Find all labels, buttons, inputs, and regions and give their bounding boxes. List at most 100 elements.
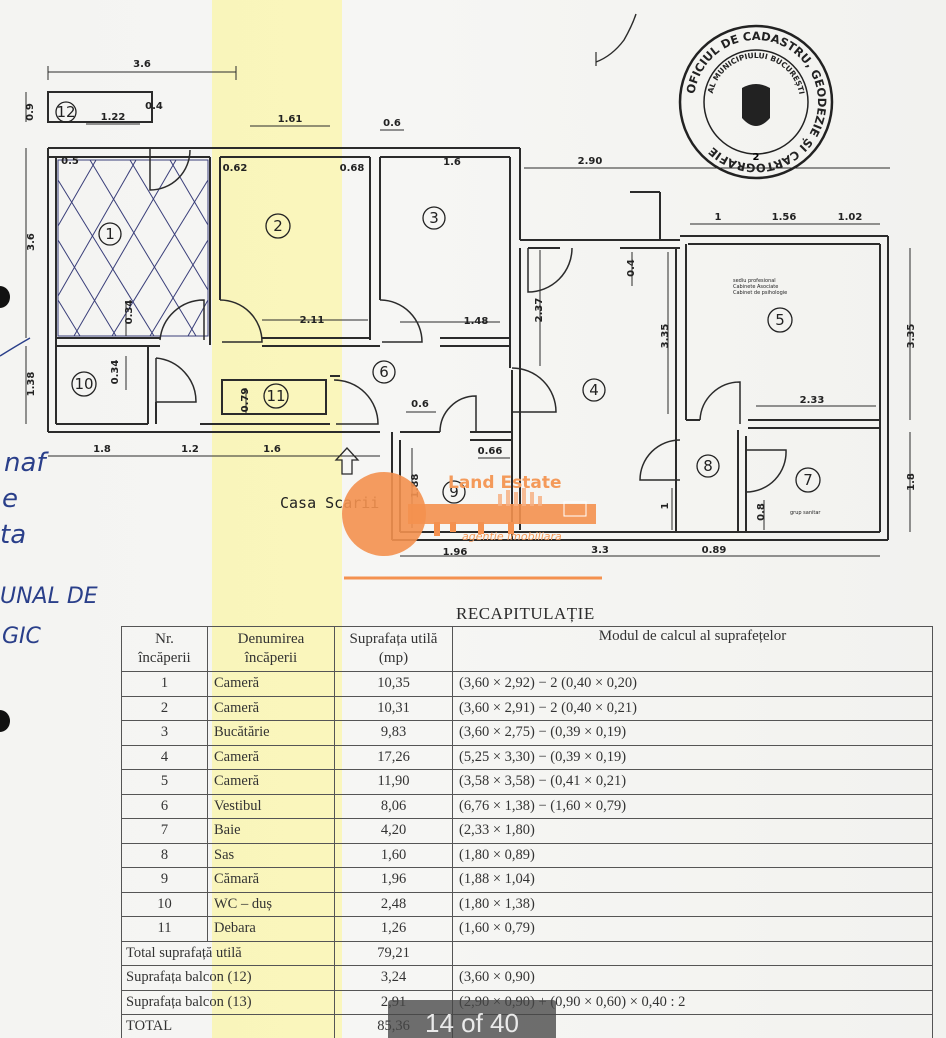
cell-total-formula: (3,60 × 0,90) bbox=[452, 965, 933, 991]
dim-label: 3.35 bbox=[660, 324, 671, 349]
cell-name: Bucătărie bbox=[207, 720, 335, 746]
cell-area: 10,35 bbox=[334, 671, 453, 697]
cell-name: Vestibul bbox=[207, 793, 335, 819]
dim-label: 0.5 bbox=[61, 156, 79, 167]
dim-label: 1 bbox=[660, 502, 671, 509]
dim-label: 0.6 bbox=[411, 399, 429, 410]
dim-label: 0.34 bbox=[124, 300, 135, 325]
dim-label: 1.56 bbox=[772, 212, 797, 223]
cell-formula: (1,80 × 0,89) bbox=[452, 842, 933, 868]
cell-nr: 10 bbox=[121, 891, 208, 917]
dim-label: 1.2 bbox=[181, 444, 199, 455]
room-number-8: 8 bbox=[703, 457, 713, 475]
logo-tagline: agentie imobiliara bbox=[462, 530, 562, 543]
header-area: Suprafața utilă(mp) bbox=[334, 626, 453, 672]
cell-nr: 7 bbox=[121, 818, 208, 844]
cell-name: WC – duș bbox=[207, 891, 335, 917]
dim-label: 0.89 bbox=[702, 545, 727, 556]
cell-name: Cămară bbox=[207, 867, 335, 893]
cell-total-area: 3,24 bbox=[334, 965, 453, 991]
cell-formula: (1,80 × 1,38) bbox=[452, 891, 933, 917]
dim-label: 2.37 bbox=[534, 298, 545, 323]
room-number-1: 1 bbox=[105, 225, 115, 243]
cell-area: 10,31 bbox=[334, 695, 453, 721]
room-number-2: 2 bbox=[273, 217, 283, 235]
room-number-7: 7 bbox=[803, 471, 813, 489]
dim-label: 0.4 bbox=[626, 259, 637, 277]
cell-area: 9,83 bbox=[334, 720, 453, 746]
dim-label: 2.33 bbox=[800, 395, 825, 406]
dim-label: 1 bbox=[715, 212, 722, 223]
cell-area: 1,26 bbox=[334, 916, 453, 942]
dim-label: 1.6 bbox=[443, 157, 461, 168]
cell-nr: 8 bbox=[121, 842, 208, 868]
punch-hole bbox=[0, 710, 10, 732]
cell-name: Cameră bbox=[207, 695, 335, 721]
room5-note: Cabinete Asociate bbox=[733, 284, 778, 290]
cell-name: Cameră bbox=[207, 744, 335, 770]
cell-nr: 2 bbox=[121, 695, 208, 721]
cell-total-label: Suprafața balcon (13) bbox=[121, 989, 335, 1015]
cell-name: Baie bbox=[207, 818, 335, 844]
dim-label: 0.79 bbox=[240, 388, 251, 413]
dim-label: 0.4 bbox=[145, 101, 163, 112]
cell-nr: 9 bbox=[121, 867, 208, 893]
land-estate-logo: Land Estate agentie imobiliara bbox=[342, 472, 602, 580]
cell-area: 4,20 bbox=[334, 818, 453, 844]
floor-plan: 12 1 2 3 4 5 6 7 8 9 10 11 3.6 bbox=[0, 13, 917, 558]
dim-label: 0.62 bbox=[223, 163, 248, 174]
room-number-11: 11 bbox=[266, 387, 285, 405]
recap-title: RECAPITULAȚIE bbox=[456, 604, 595, 623]
handwritten-note: ta bbox=[0, 520, 27, 550]
cell-formula: (3,58 × 3,58) − (0,41 × 0,21) bbox=[452, 769, 933, 795]
cell-name: Cameră bbox=[207, 671, 335, 697]
dim-label: 1.02 bbox=[838, 212, 863, 223]
punch-hole bbox=[0, 286, 10, 308]
dim-label: 1.8 bbox=[906, 473, 917, 491]
logo-brand: Land Estate bbox=[448, 473, 561, 493]
cell-name: Debara bbox=[207, 916, 335, 942]
dim-label: 0.8 bbox=[756, 503, 767, 521]
dim-label: 1.61 bbox=[278, 114, 303, 125]
dim-label: 3.6 bbox=[26, 233, 37, 251]
dim-label: 1.48 bbox=[464, 316, 489, 327]
room5-note: sediu profesional bbox=[733, 278, 776, 284]
cell-total-label: TOTAL bbox=[121, 1014, 335, 1038]
cell-formula: (2,33 × 1,80) bbox=[452, 818, 933, 844]
dim-label: 0.6 bbox=[383, 118, 401, 129]
cell-nr: 1 bbox=[121, 671, 208, 697]
cell-nr: 3 bbox=[121, 720, 208, 746]
dim-label: 1.96 bbox=[443, 547, 468, 558]
cell-formula: (3,60 × 2,92) − 2 (0,40 × 0,20) bbox=[452, 671, 933, 697]
cell-total-formula bbox=[452, 940, 933, 966]
cell-formula: (1,88 × 1,04) bbox=[452, 867, 933, 893]
dim-label: 2.90 bbox=[578, 156, 603, 167]
room-number-9: 9 bbox=[449, 483, 459, 501]
dim-label: 1.8 bbox=[93, 444, 111, 455]
cell-name: Cameră bbox=[207, 769, 335, 795]
dim-label: 3.35 bbox=[906, 324, 917, 349]
cell-formula: (6,76 × 1,38) − (1,60 × 0,79) bbox=[452, 793, 933, 819]
cell-area: 1,96 bbox=[334, 867, 453, 893]
cell-total-label: Total suprafață utilă bbox=[121, 940, 335, 966]
cell-nr: 6 bbox=[121, 793, 208, 819]
dim-label: 0.34 bbox=[110, 360, 121, 385]
cell-nr: 4 bbox=[121, 744, 208, 770]
dim-label: 2.11 bbox=[300, 315, 325, 326]
room-number-12: 12 bbox=[56, 103, 75, 121]
cell-area: 17,26 bbox=[334, 744, 453, 770]
page-indicator: 14 of 40 bbox=[388, 1000, 556, 1038]
handwritten-note: GIC bbox=[2, 624, 41, 649]
cell-nr: 5 bbox=[121, 769, 208, 795]
cell-nr: 11 bbox=[121, 916, 208, 942]
dim-label: 1.38 bbox=[26, 372, 37, 397]
